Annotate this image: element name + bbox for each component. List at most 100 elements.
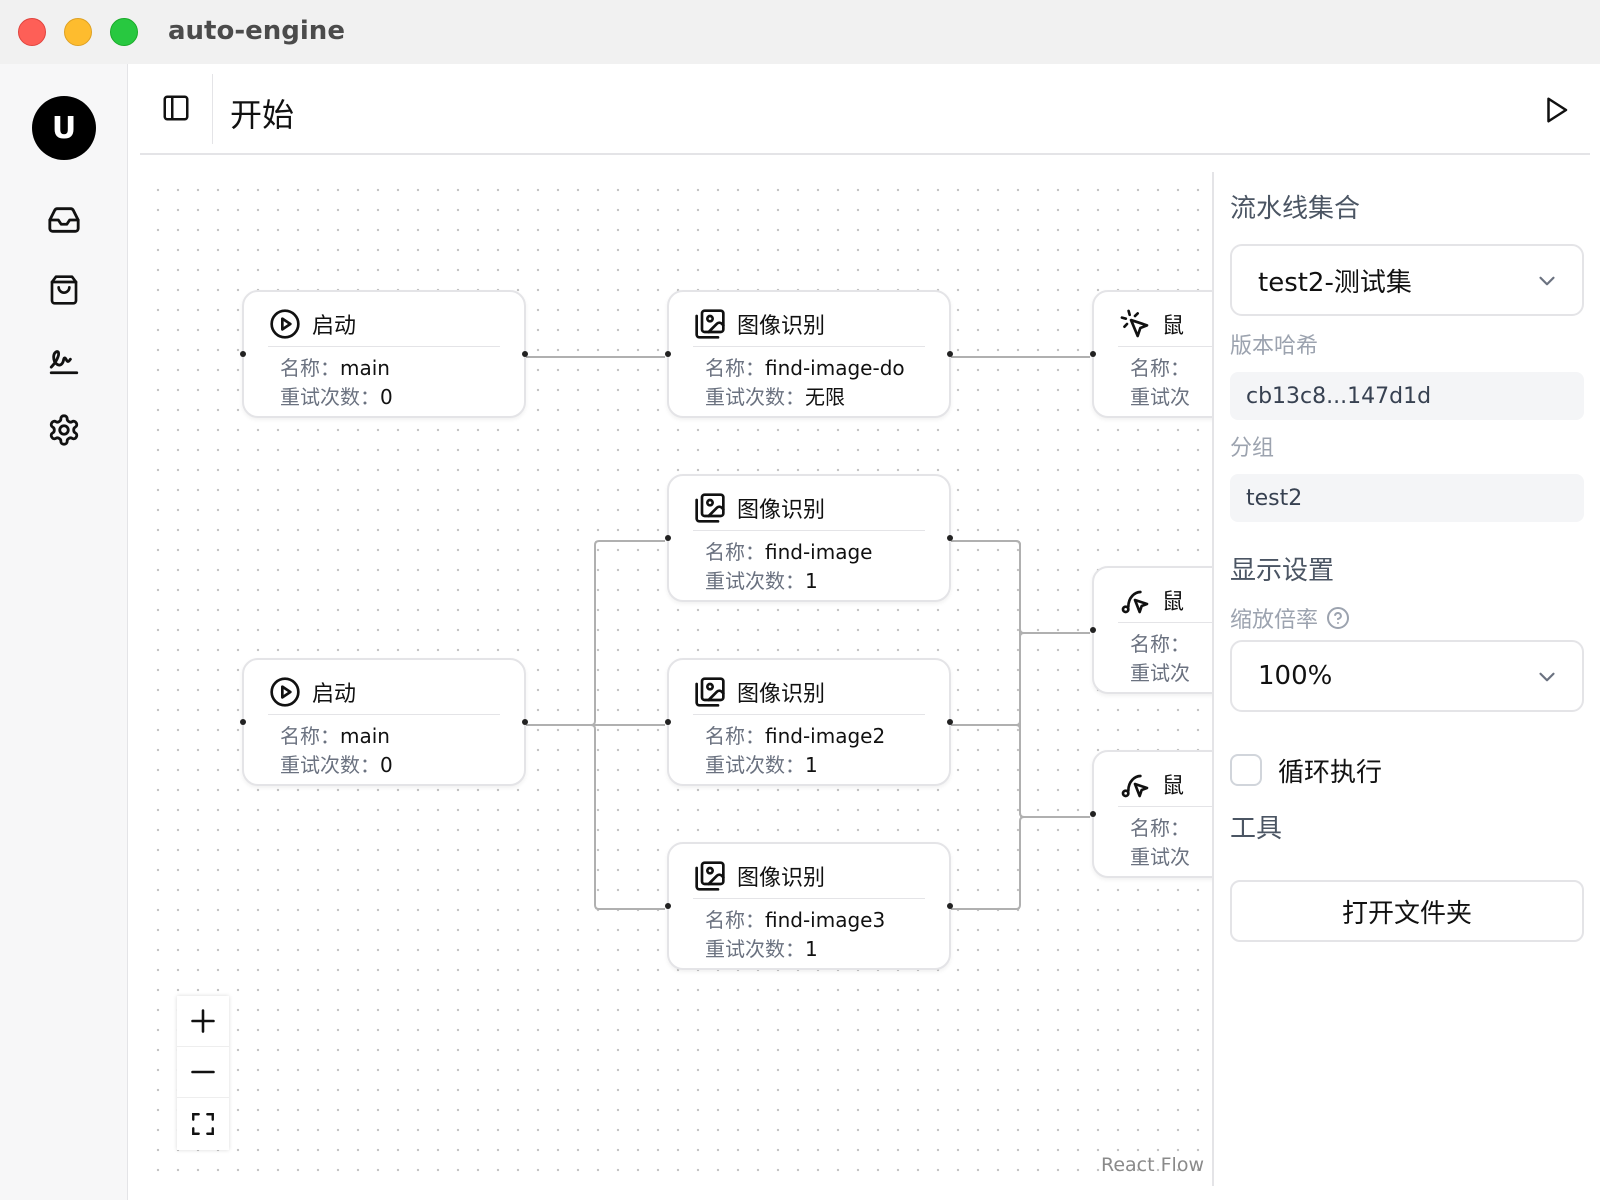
chevron-down-icon	[1534, 664, 1560, 697]
node-retry-row: 重试次数：0	[280, 749, 393, 778]
zoom-in-icon[interactable]	[177, 996, 229, 1047]
node-name-row: 名称：	[1130, 352, 1190, 381]
flow-node-start[interactable]: 启动 名称：main 重试次数：0	[240, 658, 528, 786]
node-divider	[693, 714, 925, 715]
flow-controls	[177, 996, 229, 1150]
node-input-handle[interactable]	[665, 351, 671, 357]
node-title: 启动	[312, 314, 357, 339]
node-input-handle[interactable]	[240, 719, 246, 725]
node-retry-row: 重试次	[1130, 381, 1190, 410]
node-output-handle[interactable]	[947, 719, 953, 725]
node-output-handle[interactable]	[947, 535, 953, 541]
react-flow-attribution[interactable]: React Flow	[1101, 1154, 1204, 1176]
node-name-label: 名称：	[1130, 816, 1190, 840]
node-input-handle[interactable]	[665, 535, 671, 541]
pipeline-select[interactable]: test2-测试集	[1230, 244, 1584, 316]
mouse-move-icon	[1118, 583, 1152, 617]
close-window-button[interactable]	[18, 18, 46, 46]
tools-heading: 工具	[1230, 814, 1283, 844]
node-divider	[1118, 346, 1212, 347]
node-divider	[1118, 622, 1212, 623]
node-divider	[693, 898, 925, 899]
signature-icon[interactable]	[44, 340, 84, 380]
node-input-handle[interactable]	[1090, 351, 1096, 357]
sidebar-toggle-icon[interactable]	[158, 90, 194, 126]
node-retry-label: 重试次数：	[705, 385, 805, 409]
flow-canvas[interactable]: 启动 名称：main 重试次数：0 图像识别 名称：find-image-do …	[140, 172, 1212, 1186]
zoom-out-icon[interactable]	[177, 1047, 229, 1098]
loop-checkbox[interactable]	[1230, 754, 1262, 786]
zoom-label-row: 缩放倍率	[1230, 602, 1350, 636]
image-recognition-icon	[693, 675, 727, 709]
flow-node-mouse[interactable]: 鼠 名称： 重试次	[1090, 566, 1212, 694]
node-title: 图像识别	[737, 866, 826, 891]
flow-node-start[interactable]: 启动 名称：main 重试次数：0	[240, 290, 528, 418]
node-name-row: 名称：main	[280, 352, 390, 381]
image-recognition-icon	[693, 859, 727, 893]
node-retry-row: 重试次数：1	[705, 565, 818, 594]
node-name-label: 名称：	[705, 540, 765, 564]
node-input-handle[interactable]	[665, 903, 671, 909]
node-retry-label: 重试次数：	[705, 569, 805, 593]
node-retry-value: 1	[805, 753, 818, 777]
flow-edges	[525, 356, 1090, 910]
node-title: 启动	[312, 682, 357, 707]
image-recognition-icon	[693, 491, 727, 525]
node-name-label: 名称：	[705, 724, 765, 748]
node-retry-row: 重试次数：1	[705, 933, 818, 962]
node-output-handle[interactable]	[522, 719, 528, 725]
settings-icon[interactable]	[44, 410, 84, 450]
node-title: 图像识别	[737, 314, 826, 339]
node-name-value: find-image-do	[765, 356, 905, 380]
node-title: 图像识别	[737, 498, 826, 523]
group-label: 分组	[1230, 436, 1275, 461]
flow-node-mouse[interactable]: 鼠 名称： 重试次	[1090, 290, 1212, 418]
flow-node-image-recognition[interactable]: 图像识别 名称：find-image3 重试次数：1	[665, 842, 953, 970]
pipeline-select-value: test2-测试集	[1258, 267, 1412, 298]
node-retry-label: 重试次	[1130, 845, 1190, 869]
flow-node-image-recognition[interactable]: 图像识别 名称：find-image-do 重试次数：无限	[665, 290, 953, 418]
maximize-window-button[interactable]	[110, 18, 138, 46]
play-circle-icon	[268, 307, 302, 341]
group-value: test2	[1230, 474, 1584, 522]
flow-node-image-recognition[interactable]: 图像识别 名称：find-image2 重试次数：1	[665, 658, 953, 786]
node-retry-row: 重试次数：0	[280, 381, 393, 410]
node-output-handle[interactable]	[947, 903, 953, 909]
avatar[interactable]: U	[32, 96, 96, 160]
node-retry-label: 重试次数：	[705, 937, 805, 961]
flow-node-image-recognition[interactable]: 图像识别 名称：find-image 重试次数：1	[665, 474, 953, 602]
node-name-label: 名称：	[1130, 356, 1190, 380]
run-icon[interactable]	[1536, 90, 1576, 130]
shopping-bag-icon[interactable]	[44, 270, 84, 310]
pipeline-heading: 流水线集合	[1230, 194, 1361, 224]
fit-view-icon[interactable]	[177, 1098, 229, 1149]
node-name-label: 名称：	[280, 356, 340, 380]
image-recognition-icon	[693, 307, 727, 341]
app-title: auto-engine	[168, 16, 345, 46]
sidebar: U	[0, 64, 128, 1200]
node-retry-value: 1	[805, 937, 818, 961]
node-name-row: 名称：	[1130, 812, 1190, 841]
node-input-handle[interactable]	[665, 719, 671, 725]
node-output-handle[interactable]	[522, 351, 528, 357]
node-retry-value: 0	[380, 385, 393, 409]
node-title: 图像识别	[737, 682, 826, 707]
loop-label[interactable]: 循环执行	[1278, 758, 1383, 788]
flow-node-mouse[interactable]: 鼠 名称： 重试次	[1090, 750, 1212, 878]
node-output-handle[interactable]	[947, 351, 953, 357]
node-input-handle[interactable]	[240, 351, 246, 357]
open-folder-button[interactable]: 打开文件夹	[1230, 880, 1584, 942]
node-retry-row: 重试次	[1130, 841, 1190, 870]
node-name-row: 名称：find-image2	[705, 720, 885, 749]
help-circle-icon[interactable]	[1326, 606, 1350, 636]
play-circle-icon	[268, 675, 302, 709]
node-input-handle[interactable]	[1090, 627, 1096, 633]
inbox-icon[interactable]	[44, 200, 84, 240]
node-name-label: 名称：	[705, 908, 765, 932]
mouse-click-icon	[1118, 307, 1152, 341]
node-name-value: find-image3	[765, 908, 886, 932]
zoom-select[interactable]: 100%	[1230, 640, 1584, 712]
display-settings-heading: 显示设置	[1230, 556, 1335, 586]
node-input-handle[interactable]	[1090, 811, 1096, 817]
minimize-window-button[interactable]	[64, 18, 92, 46]
